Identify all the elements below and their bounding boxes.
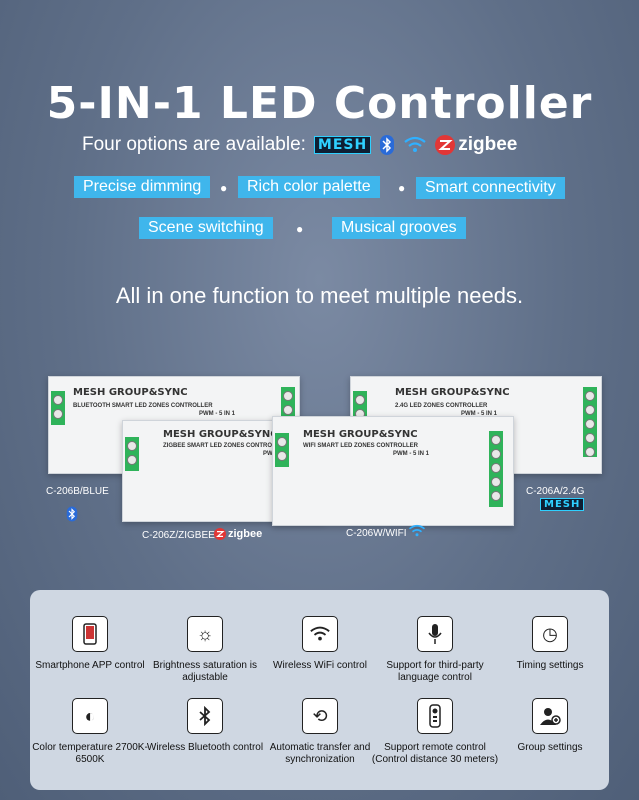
device-pwm: PWM - 5 IN 1 [461,411,498,417]
sync-icon: ⟲ [302,698,338,734]
feature-brightness: ☼ Brightness saturation is adjustable [140,616,270,684]
wifi-icon [302,616,338,652]
color-temperature-icon: ◐ [72,698,108,734]
clock-icon: ◷ [532,616,568,652]
device-subheading: WIFI SMART LED ZONES CONTROLLER [303,443,418,449]
bluetooth-icon [187,698,223,734]
feature-bluetooth: Wireless Bluetooth control [140,698,270,754]
mesh-logo: MESH [313,136,372,154]
pill-precise-dimming: Precise dimming [74,176,211,198]
zigbee-logo-icon [435,135,456,155]
feature-voice-control: Support for third-party language control [370,616,500,684]
mesh-logo: MESH [540,498,585,511]
microphone-icon [417,616,453,652]
feature-color-temperature: ◐ Color temperature 2700K-6500K [25,698,155,766]
remote-icon [417,698,453,734]
features-panel: Smartphone APP control ☼ Brightness satu… [30,590,609,790]
controller-wifi: MESH GROUP&SYNC WIFI SMART LED ZONES CON… [272,416,514,526]
device-subheading: ZIGBEE SMART LED ZONES CONTROL [163,443,276,449]
device-pwm: PW [263,451,273,457]
device-heading: MESH GROUP&SYNC [163,429,278,440]
brightness-icon: ☼ [187,616,223,652]
group-icon [532,698,568,734]
pill-smart-connectivity: Smart connectivity [416,177,565,199]
device-pwm: PWM - 5 IN 1 [199,411,236,417]
zigbee-logo-text: zigbee [458,134,518,155]
bluetooth-icon [66,506,78,527]
pill-musical-grooves: Musical grooves [332,217,466,239]
device-subheading: 2.4G LED ZONES CONTROLLER [395,403,488,409]
zigbee-logo: zigbee [214,528,262,540]
product-photo: MESH GROUP&SYNC BLUETOOTH SMART LED ZONE… [30,370,620,570]
smartphone-icon [72,616,108,652]
zigbee-logo-text: zigbee [228,528,263,540]
pill-rich-color-palette: Rich color palette [238,176,380,198]
separator-dot: ● [296,222,304,236]
device-heading: MESH GROUP&SYNC [395,387,510,398]
model-label-zigbee: C-206Z/ZIGBEE [142,530,215,541]
bluetooth-icon [379,135,395,155]
subtitle: All in one function to meet multiple nee… [115,283,524,308]
device-heading: MESH GROUP&SYNC [73,387,188,398]
model-label-wifi: C-206W/WIFI [346,528,407,539]
feature-group-settings: Group settings [485,698,615,754]
feature-wifi-control: Wireless WiFi control [255,616,385,672]
options-row: Four options are available: MESH zigbee [82,134,517,156]
feature-smartphone-app: Smartphone APP control [25,616,155,672]
options-label: Four options are available: [82,134,306,155]
model-label-bluetooth: C-206B/BLUE [46,486,109,497]
device-pwm: PWM - 5 IN 1 [393,451,430,457]
feature-auto-sync: ⟲ Automatic transfer and synchronization [255,698,385,766]
wifi-icon [403,136,427,154]
model-label-2-4g: C-206A/2.4G [526,486,585,497]
pill-scene-switching: Scene switching [139,217,273,239]
device-subheading: BLUETOOTH SMART LED ZONES CONTROLLER [73,403,213,409]
separator-dot: ● [220,181,228,195]
separator-dot: ● [398,181,406,195]
wifi-icon [408,524,426,543]
device-heading: MESH GROUP&SYNC [303,429,418,440]
page-title: 5-IN-1 LED Controller [46,78,593,129]
feature-timing: ◷ Timing settings [485,616,615,672]
feature-remote-control: Support remote control (Control distance… [370,698,500,766]
